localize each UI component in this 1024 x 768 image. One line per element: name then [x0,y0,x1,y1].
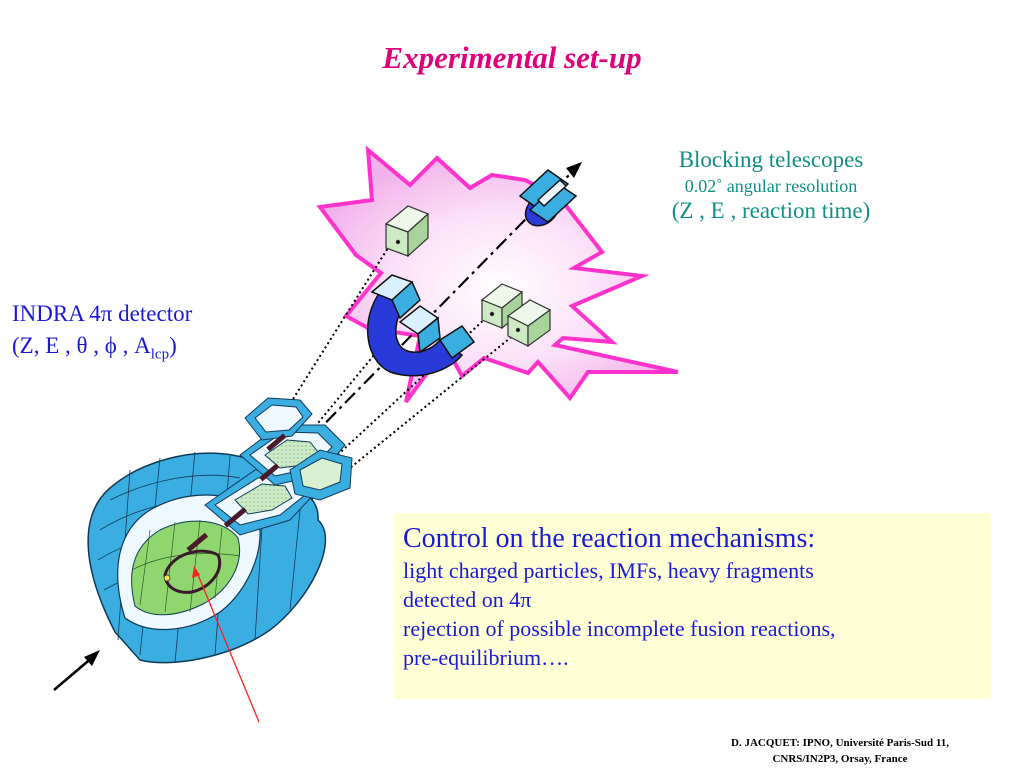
horseshoe-detector [367,274,476,377]
beam-arrowhead [84,650,100,666]
angular-resolution-text: 0.02˚ angular resolution [684,175,858,196]
target-pointer-arrowhead [192,566,200,578]
slide-title: Experimental set-up [382,40,642,75]
control-line: pre-equilibrium…. [403,645,569,671]
indra-detector [87,397,353,664]
beam-arrow-line [53,655,95,691]
beam-axis-arrowhead [566,162,582,178]
control-line: rejection of possible incomplete fusion … [403,616,836,642]
control-box: Control on the reaction mechanisms: ligh… [394,513,991,699]
telescope-right-1 [480,283,524,330]
footer-credit: D. JACQUET: IPNO, Université Paris-Sud 1… [690,736,990,768]
telescope-right-2 [506,299,552,348]
indra-quantities: (Z, E , θ , ϕ , Alcp) [12,332,177,363]
footer-line-2: CNRS/IN2P3, Orsay, France [772,752,908,765]
blocking-measured-quantities: (Z , E , reaction time) [671,198,871,224]
indra-title: INDRA 4π detector [12,301,193,326]
control-heading: Control on the reaction mechanisms: [403,523,816,554]
starburst-highlight [316,145,679,404]
blocking-telescopes-title: Blocking telescopes [678,147,864,172]
indra-label: INDRA 4π detector (Z, E , θ , ϕ , Alcp) [12,298,192,365]
footer-line-1: D. JACQUET: IPNO, Université Paris-Sud 1… [731,737,949,749]
blocking-telescope [518,169,578,227]
control-line: detected on 4π [403,587,532,613]
blocking-telescopes-label: Blocking telescopes 0.02˚ angular resolu… [640,146,902,226]
telescope-left [384,205,430,258]
control-line: light charged particles, IMFs, heavy fra… [403,558,814,584]
target-pointer-line [195,569,260,723]
